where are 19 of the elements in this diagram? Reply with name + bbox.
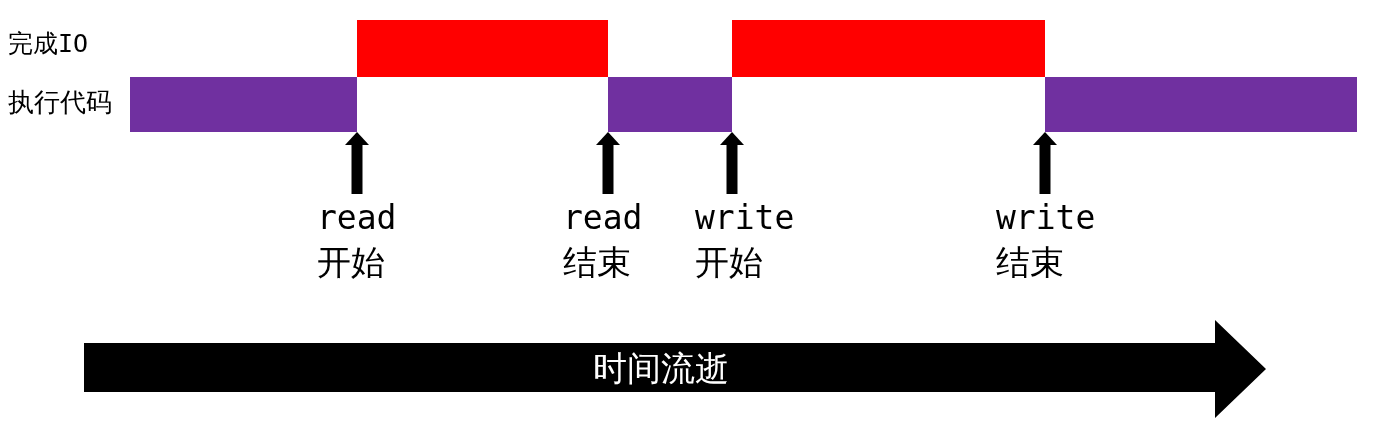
function-name: read <box>317 200 397 236</box>
event-label: 结束 <box>996 242 1064 282</box>
event-label: 开始 <box>317 242 385 282</box>
event-label: 开始 <box>695 242 763 282</box>
arrow <box>720 132 744 194</box>
timeline-bar <box>608 77 732 132</box>
function-name: read <box>563 200 643 236</box>
timeline-bar <box>357 20 608 77</box>
timeline-bar <box>130 77 357 132</box>
function-name: write <box>996 200 1096 236</box>
arrow-label: 时间流逝 <box>593 349 729 387</box>
row-label: 完成IO <box>8 29 89 59</box>
arrow <box>596 132 620 194</box>
arrow <box>1033 132 1057 194</box>
function-name: write <box>695 200 795 236</box>
arrow <box>345 132 369 194</box>
event-label: 结束 <box>563 242 631 282</box>
timeline-bar <box>1045 77 1357 132</box>
timeline-bar <box>732 20 1045 77</box>
